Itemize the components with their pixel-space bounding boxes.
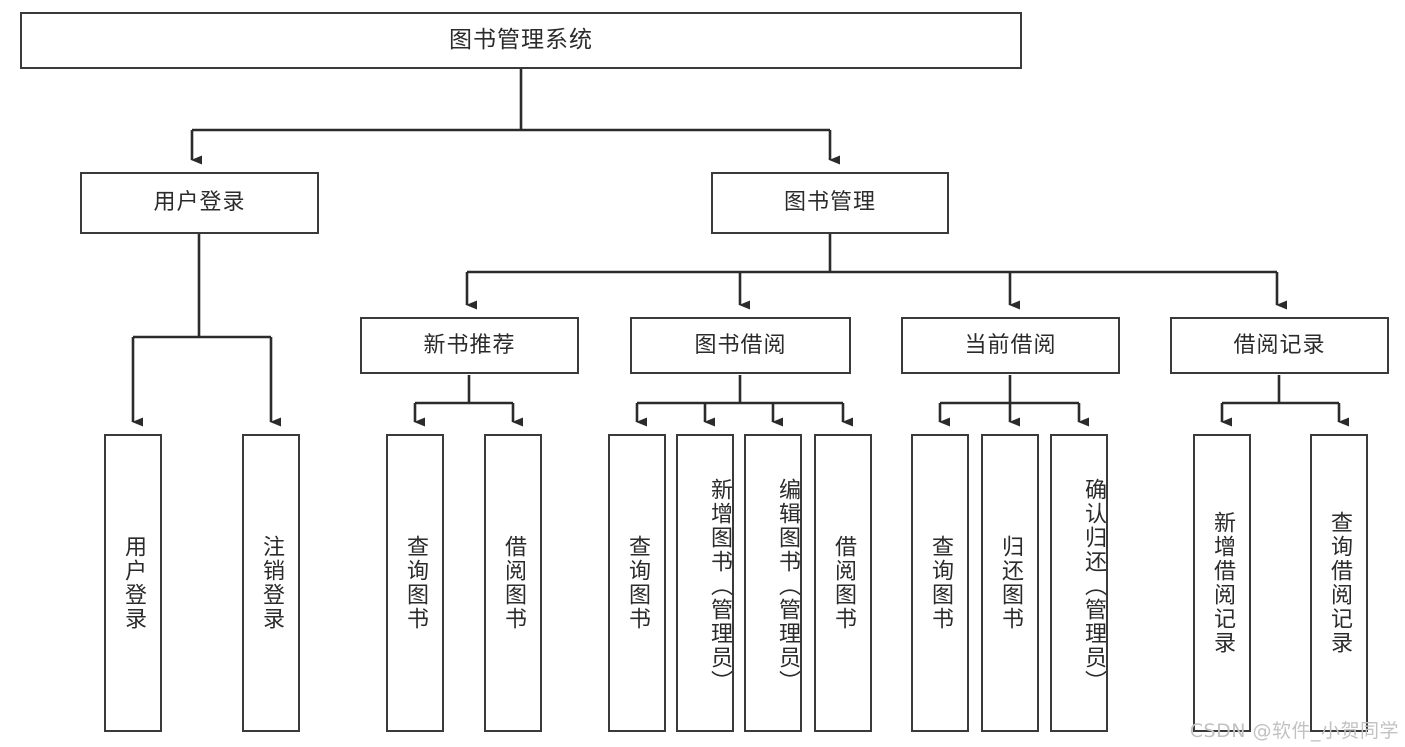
watermark-text: CSDN @软件_小贺同学 bbox=[1189, 720, 1399, 742]
node-book-borrow[interactable]: 图书借阅 bbox=[630, 317, 851, 374]
node-leaf-logout[interactable]: 注销登录 bbox=[242, 434, 300, 732]
node-root-system[interactable]: 图书管理系统 bbox=[20, 12, 1022, 69]
node-book-management[interactable]: 图书管理 bbox=[711, 172, 949, 234]
node-leaf-user-login[interactable]: 用户登录 bbox=[104, 434, 162, 732]
node-leaf-borrow-book-1[interactable]: 借阅图书 bbox=[484, 434, 542, 732]
node-current-borrow[interactable]: 当前借阅 bbox=[901, 317, 1120, 374]
node-leaf-borrow-book-2[interactable]: 借阅图书 bbox=[814, 434, 872, 732]
node-leaf-query-book-1[interactable]: 查询图书 bbox=[386, 434, 444, 732]
node-leaf-add-book-admin[interactable]: 新增图书（管理员） bbox=[676, 434, 734, 732]
node-new-book-recommend[interactable]: 新书推荐 bbox=[360, 317, 579, 374]
node-leaf-confirm-return-admin[interactable]: 确认归还（管理员） bbox=[1050, 434, 1108, 732]
node-leaf-query-book-2[interactable]: 查询图书 bbox=[608, 434, 666, 732]
node-leaf-query-book-3[interactable]: 查询图书 bbox=[911, 434, 969, 732]
node-leaf-edit-book-admin[interactable]: 编辑图书（管理员） bbox=[744, 434, 802, 732]
node-leaf-query-borrow-record[interactable]: 查询借阅记录 bbox=[1310, 434, 1368, 732]
node-borrow-record[interactable]: 借阅记录 bbox=[1170, 317, 1389, 374]
node-leaf-add-borrow-record[interactable]: 新增借阅记录 bbox=[1193, 434, 1251, 732]
node-leaf-return-book[interactable]: 归还图书 bbox=[981, 434, 1039, 732]
node-user-login[interactable]: 用户登录 bbox=[80, 172, 319, 234]
